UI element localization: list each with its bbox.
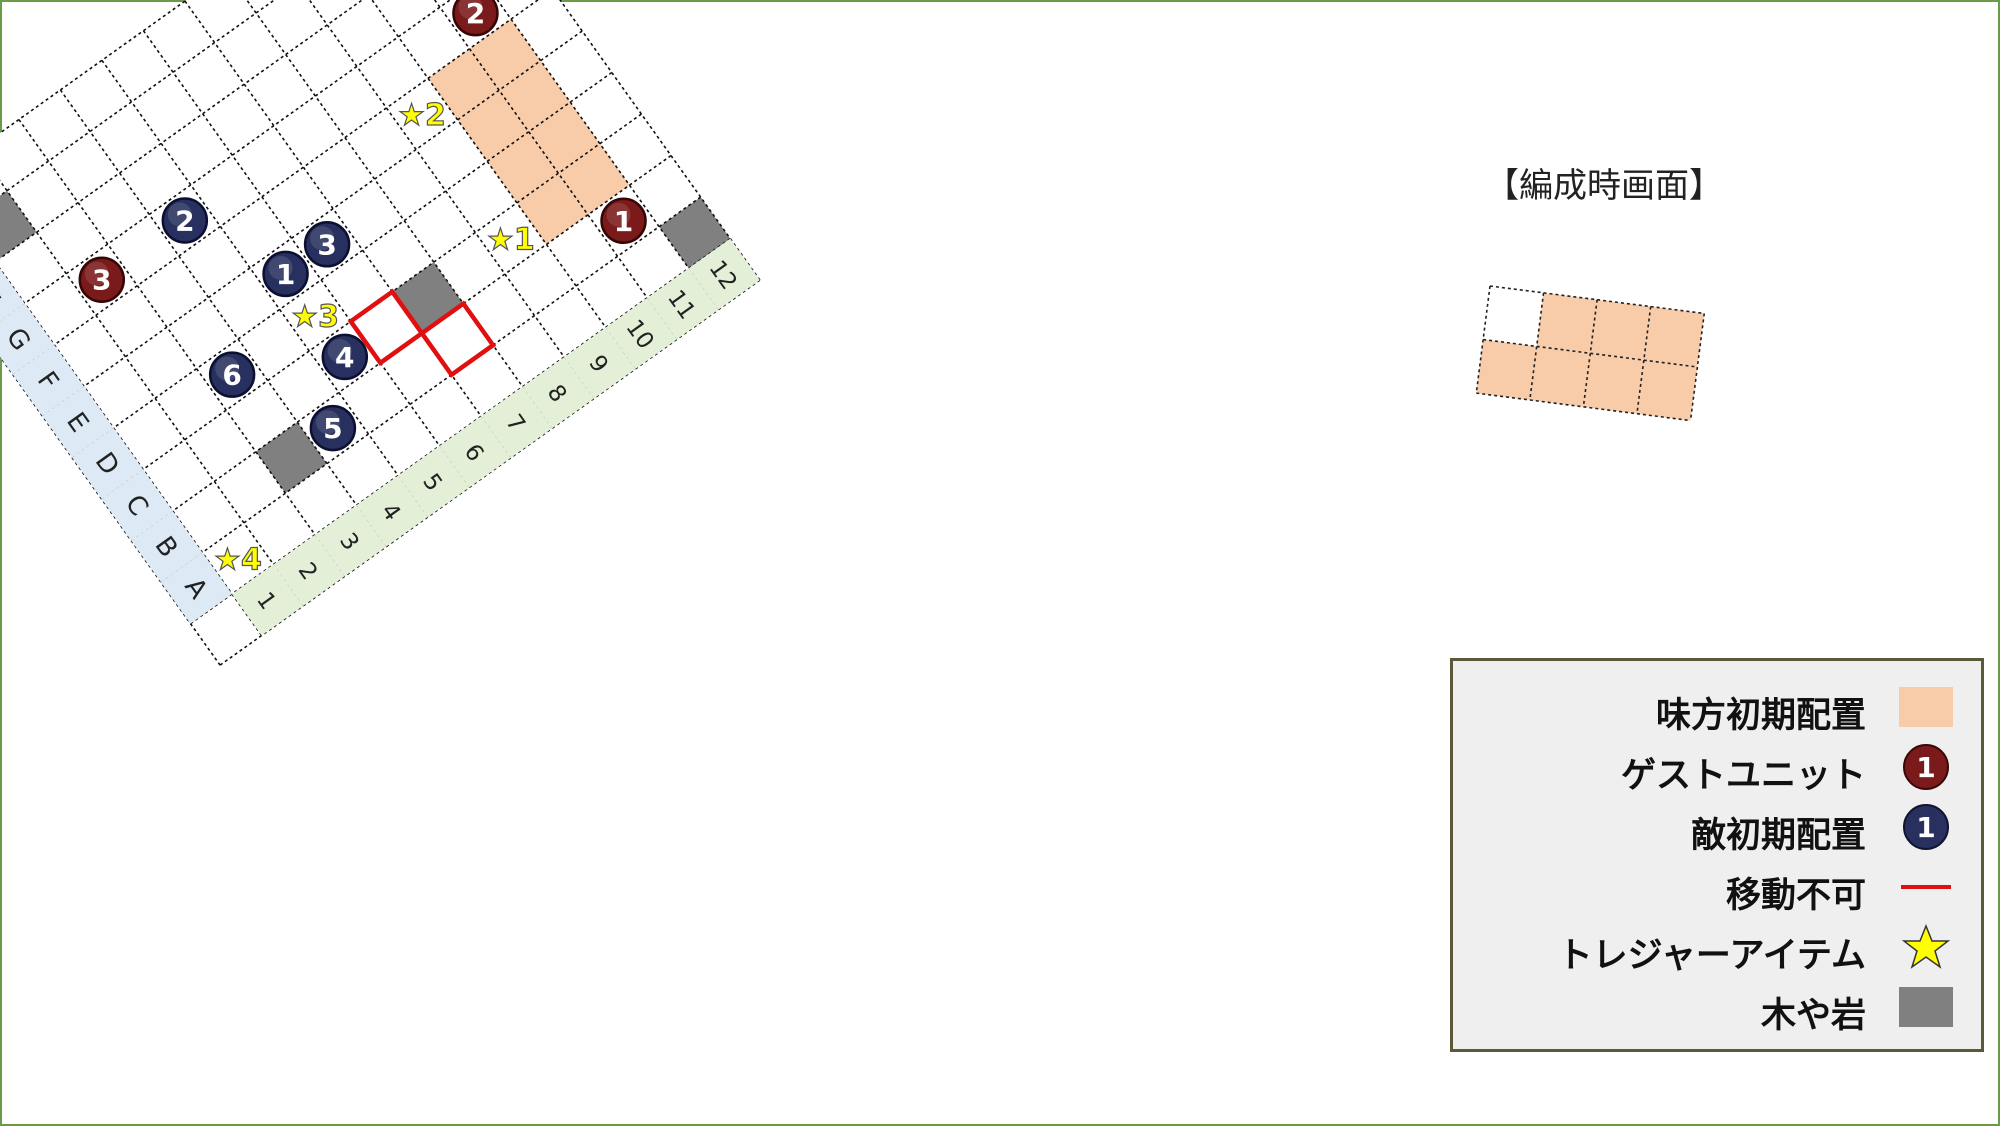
formation-ally-cell <box>1476 339 1537 400</box>
guest-unit-marker: 2 <box>452 0 499 37</box>
column-header-cell <box>688 238 760 310</box>
enemy-unit-marker: 3 <box>303 221 351 268</box>
row-header-cell <box>42 386 114 458</box>
legend-ally-swatch <box>1899 687 1953 727</box>
enemy-unit-marker-number: 4 <box>335 341 354 374</box>
column-header-cell <box>439 416 511 488</box>
enemy-unit-marker: 1 <box>262 250 309 298</box>
legend-row-ally: 味方初期配置 <box>1453 679 1981 739</box>
formation-ally-cell <box>1590 299 1651 361</box>
column-header-cell <box>356 475 428 547</box>
legend-panel: 味方初期配置 ゲストユニット 1 敵初期配置 1 移動不可 トレジャーアイテム … <box>1450 658 1984 1052</box>
no-move-cell <box>418 300 497 378</box>
legend-obstacle-label: 木や岩 <box>1760 996 1866 1036</box>
legend-enemy-label: 敵初期配置 <box>1690 816 1866 856</box>
treasure-marker: ★2 <box>398 98 446 133</box>
no-move-cell <box>347 288 426 367</box>
column-header-cell <box>481 386 553 458</box>
legend-row-enemy: 敵初期配置 1 <box>1453 799 1981 859</box>
enemy-unit-marker: 5 <box>309 404 357 452</box>
row-header-cell <box>0 261 25 333</box>
row-header-cell <box>101 469 173 541</box>
guest-unit-marker: 3 <box>78 256 126 303</box>
legend-guest-label: ゲストユニット <box>1620 756 1866 796</box>
enemy-unit-marker-number: 1 <box>276 258 295 291</box>
legend-row-guest: ゲストユニット 1 <box>1453 739 1981 799</box>
guest-unit-marker: 1 <box>600 197 647 245</box>
formation-ally-cell <box>1643 306 1705 368</box>
legend-treasure-label: トレジャーアイテム <box>1557 936 1866 976</box>
guest-unit-marker-number: 3 <box>92 264 111 297</box>
enemy-unit-marker-number: 6 <box>222 359 241 392</box>
formation-grid <box>1475 285 1706 422</box>
column-header-cell <box>398 445 470 518</box>
enemy-unit-marker-number: 3 <box>317 228 336 261</box>
unit-markers: 1 2 3 4 5 6 1 2 3 ★1 ★2 ★3 ★4 <box>78 0 647 578</box>
row-header-label: H <box>0 281 6 314</box>
guest-unit-marker-number: 1 <box>614 205 633 238</box>
treasure-marker: ★4 <box>214 542 262 577</box>
legend-nomove-line <box>1901 885 1951 889</box>
row-header-cell <box>12 344 84 417</box>
treasure-marker: ★1 <box>487 222 535 257</box>
row-header-cell <box>0 303 55 375</box>
enemy-unit-marker-number: 2 <box>175 204 194 237</box>
legend-ally-label: 味方初期配置 <box>1655 696 1866 736</box>
enemy-unit-marker: 6 <box>208 351 256 398</box>
guest-unit-marker-number: 2 <box>466 0 485 30</box>
row-header-cell <box>72 427 144 500</box>
enemy-unit-marker: 4 <box>321 333 369 381</box>
formation-ally-cell <box>1636 360 1698 421</box>
row-header-cell <box>131 510 203 583</box>
formation-ally-cell <box>1536 292 1598 354</box>
column-header-cell <box>647 268 719 340</box>
grid-headers: ABCDEFGHIJ123456789101112 <box>0 238 760 636</box>
column-header-cell <box>564 327 636 399</box>
enemy-unit-marker-number: 5 <box>323 412 342 445</box>
legend-enemy-number: 1 <box>1916 811 1935 844</box>
legend-guest-icon: 1 <box>1903 744 1949 790</box>
formation-title: 【編成時画面】 <box>1485 166 1723 206</box>
ally-start-cell <box>427 48 500 120</box>
legend-row-treasure: トレジャーアイテム <box>1453 919 1981 979</box>
treasure-marker: ★3 <box>291 299 339 334</box>
legend-guest-number: 1 <box>1916 751 1935 784</box>
column-header-cell <box>522 357 594 429</box>
legend-nomove-label: 移動不可 <box>1725 876 1866 916</box>
legend-row-obstacle: 木や岩 <box>1453 979 1981 1039</box>
column-header-cell <box>315 505 387 577</box>
column-header-cell <box>273 534 345 606</box>
ally-start-cell <box>487 131 559 203</box>
formation-ally-cell <box>1583 353 1644 414</box>
legend-enemy-icon: 1 <box>1903 804 1949 850</box>
blocked-markers <box>347 288 497 378</box>
row-header-cell <box>160 552 232 624</box>
legend-star-icon <box>1901 923 1951 969</box>
legend-obstacle-swatch <box>1899 987 1953 1027</box>
column-header-cell <box>605 297 677 369</box>
formation-ally-cell <box>1529 346 1591 407</box>
legend-row-nomove: 移動不可 <box>1453 859 1981 919</box>
column-header-cell <box>232 564 304 636</box>
enemy-unit-marker: 2 <box>161 197 209 244</box>
